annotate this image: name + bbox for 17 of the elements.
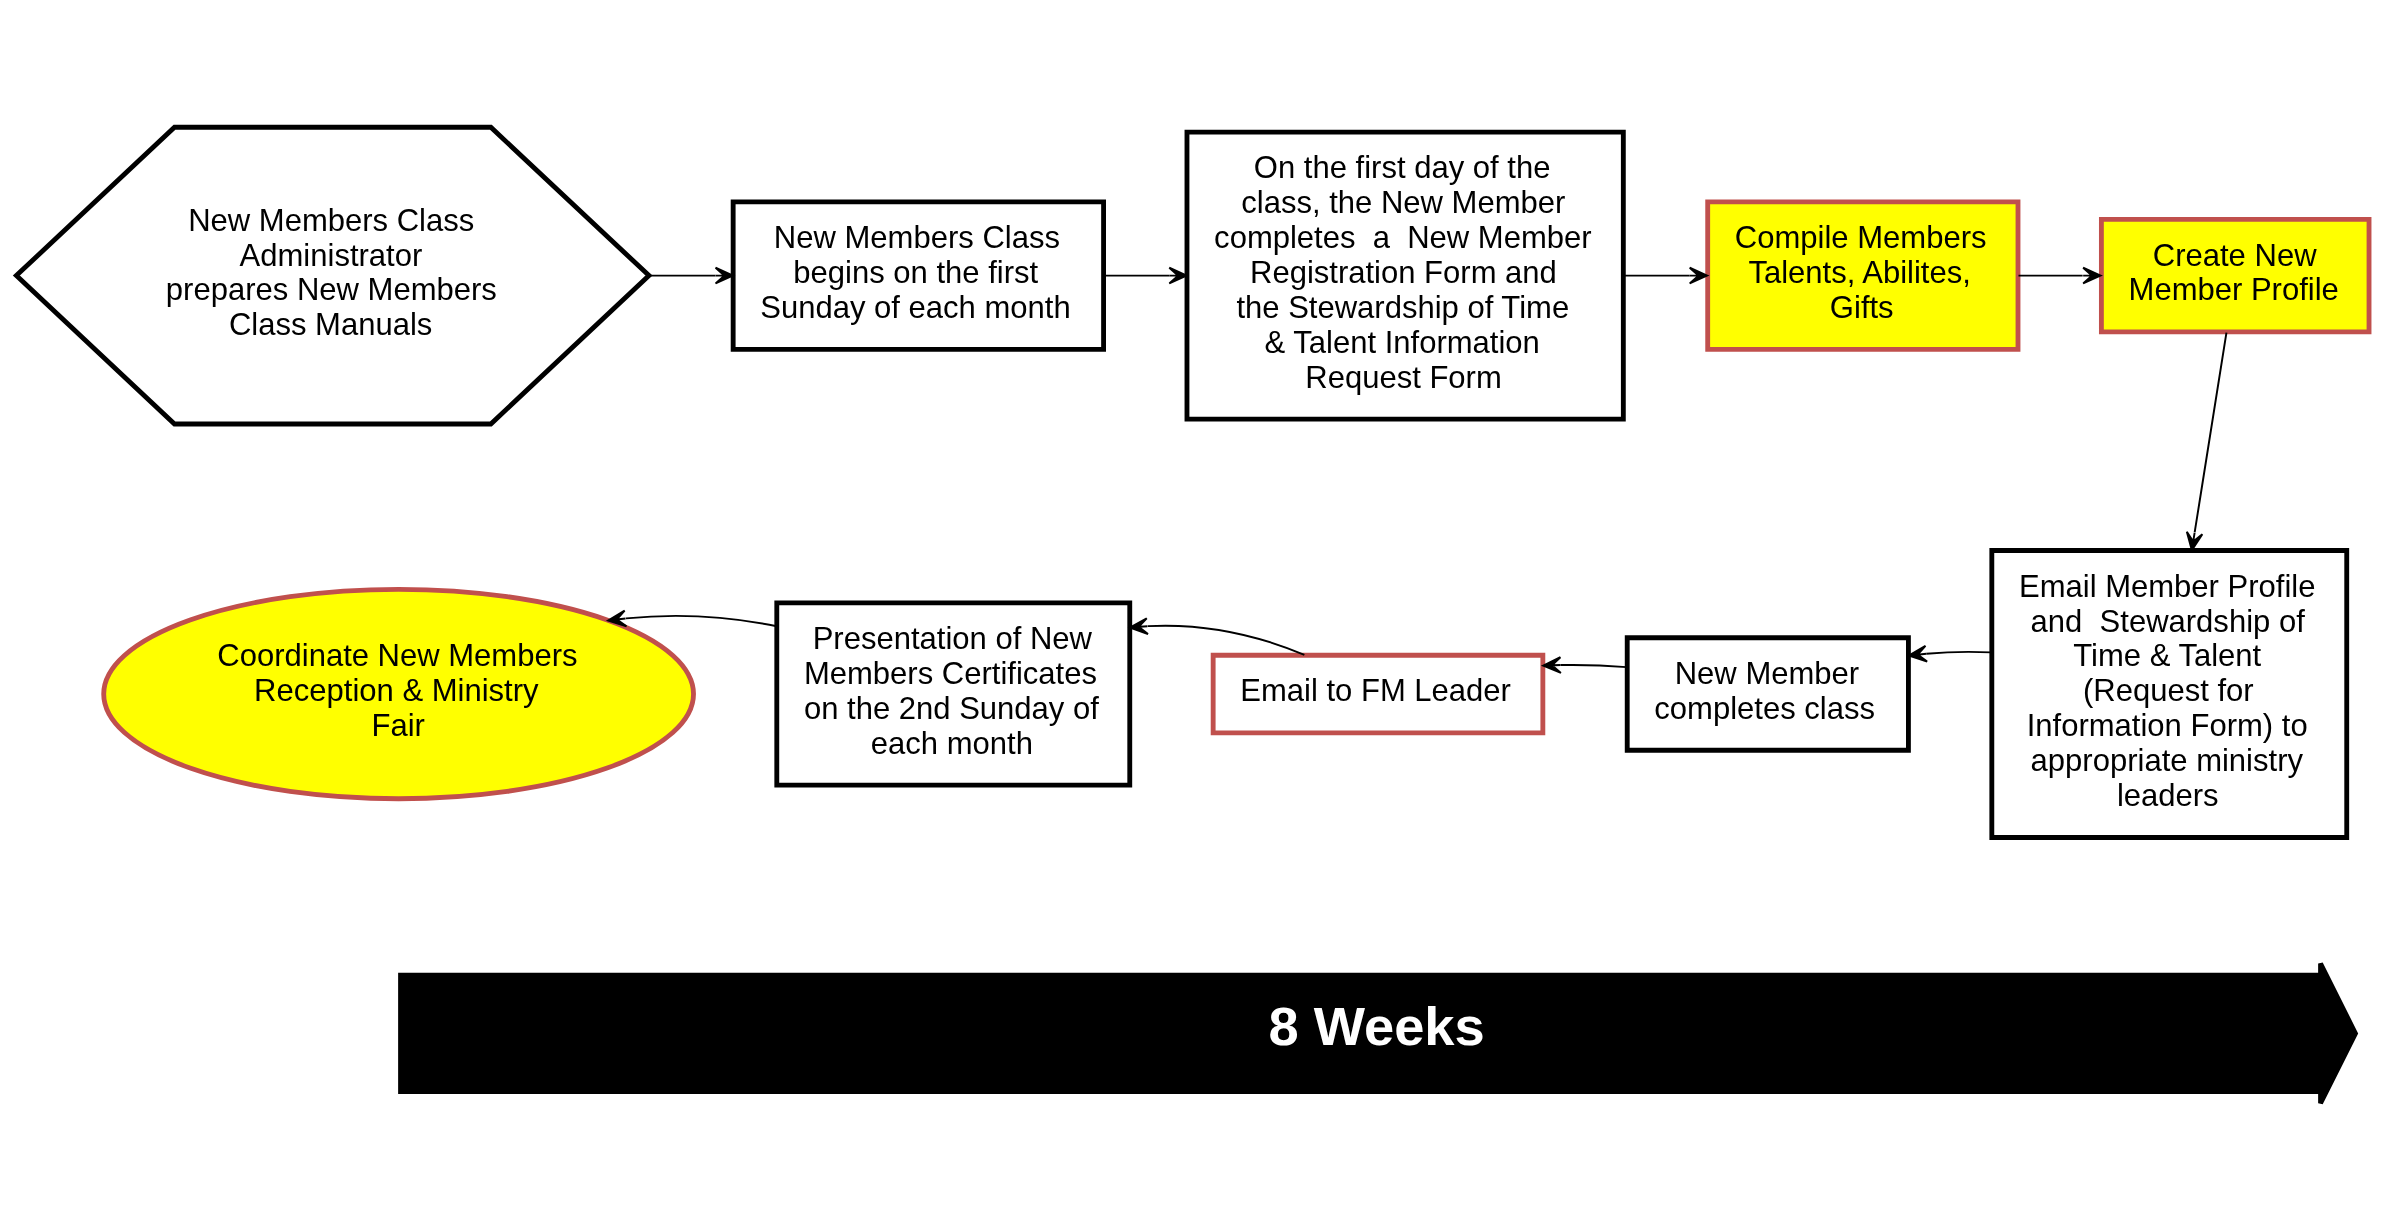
arrow [1542, 656, 1628, 674]
node-box: Email Member Profile and Stewardship of Time & Talent (Request for Information Form) to appropriate ministry leaders [1989, 548, 2350, 840]
arrow [1623, 266, 1709, 285]
node-box: Presentation of New Members Certificates on the 2nd Sunday of each month [774, 600, 1133, 788]
arrow [607, 609, 778, 628]
node-box: New Member completes class [1624, 635, 1911, 753]
label: 8 Weeks [1268, 995, 1485, 1057]
node-box: Create New Member Profile [2098, 216, 2372, 335]
arrow [648, 266, 734, 285]
arrow [1129, 617, 1306, 656]
arrow [1908, 644, 1993, 663]
node-ellipse: Coordinate New Members Reception & Ministry Fair [101, 586, 696, 802]
node-box: New Members Class begins on the first Sunday of each month [730, 199, 1106, 352]
arrow [2017, 266, 2102, 285]
node-box: Email to FM Leader [1210, 652, 1546, 736]
node-box: On the first day of the class, the New Member completes a New Member Registration Form and the Stewardship of Time & Talent Information Request Form [1184, 129, 1626, 422]
node-box: Compile Members Talents, Abilites, Gifts [1705, 199, 2021, 352]
